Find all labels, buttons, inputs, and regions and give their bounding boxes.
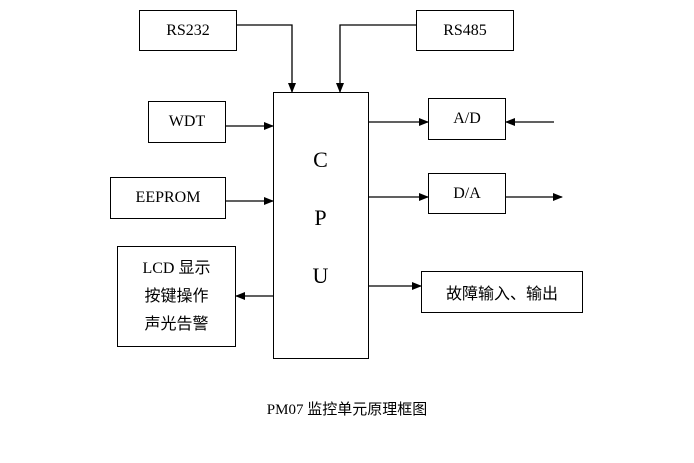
diagram-caption: PM07 监控单元原理框图 bbox=[266, 402, 428, 418]
wdt-label: WDT bbox=[168, 113, 206, 130]
fault-io-block: 故障输入、输出 bbox=[421, 271, 583, 313]
lcd-keypad-alarm-block: LCD 显示 按键操作 声光告警 bbox=[117, 246, 236, 347]
rs485-cpu-link bbox=[336, 21, 425, 93]
rs232-label: RS232 bbox=[166, 21, 210, 39]
rs232-cpu-link bbox=[228, 21, 296, 93]
cpu-letter-p: P bbox=[314, 205, 328, 230]
rs485-block: RS485 bbox=[416, 10, 514, 51]
lcd-line-2: 按键操作 bbox=[144, 287, 209, 305]
cpu-letter-u: U bbox=[312, 263, 330, 288]
lcd-line-3: 声光告警 bbox=[144, 315, 209, 333]
cpu-block: C P U bbox=[273, 92, 369, 359]
rs232-block: RS232 bbox=[139, 10, 237, 51]
eeprom-block: EEPROM bbox=[110, 177, 226, 219]
cpu-letter-c: C bbox=[313, 147, 329, 172]
da-label: D/A bbox=[453, 184, 481, 202]
da-block: D/A bbox=[428, 173, 506, 214]
lcd-line-1: LCD 显示 bbox=[142, 259, 211, 277]
ad-label: A/D bbox=[453, 110, 481, 127]
fault-io-label: 故障输入、输出 bbox=[445, 286, 558, 303]
rs485-label: RS485 bbox=[443, 21, 487, 39]
wdt-block: WDT bbox=[148, 101, 226, 143]
eeprom-label: EEPROM bbox=[135, 189, 201, 206]
ad-block: A/D bbox=[428, 98, 506, 140]
